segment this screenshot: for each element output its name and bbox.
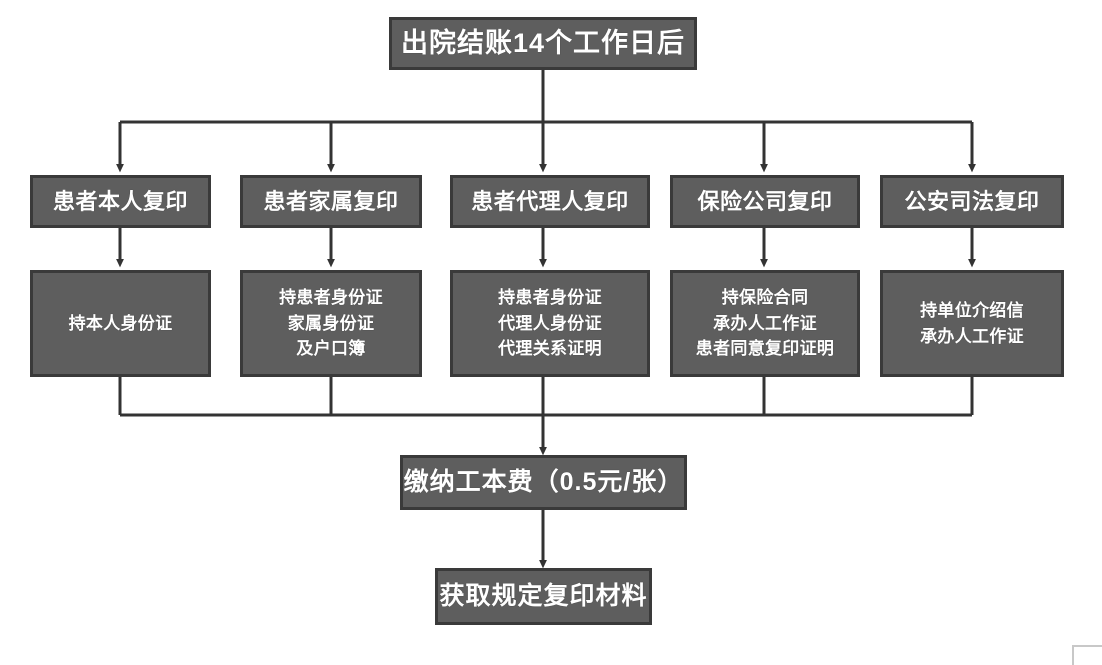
node-branch-detail-family[interactable]: 持患者身份证 家属身份证 及户口簿 [240,270,422,377]
node-branch-detail-agent[interactable]: 持患者身份证 代理人身份证 代理关系证明 [450,270,650,377]
node-start[interactable]: 出院结账14个工作日后 [389,17,697,70]
node-branch-header-self[interactable]: 患者本人复印 [30,175,211,228]
node-final[interactable]: 获取规定复印材料 [435,568,652,625]
detail-text-family: 持患者身份证 家属身份证 及户口簿 [279,288,383,359]
detail-text-police: 持单位介绍信 承办人工作证 [920,301,1024,346]
node-branch-header-police[interactable]: 公安司法复印 [880,175,1064,228]
node-branch-header-family[interactable]: 患者家属复印 [240,175,422,228]
detail-text-self: 持本人身份证 [68,313,173,333]
node-branch-header-agent[interactable]: 患者代理人复印 [450,175,650,228]
detail-text-agent: 持患者身份证 代理人身份证 代理关系证明 [498,288,602,359]
node-branch-header-insurance[interactable]: 保险公司复印 [670,175,860,228]
node-branch-detail-insurance[interactable]: 持保险合同 承办人工作证 患者同意复印证明 [670,270,860,377]
node-branch-detail-police[interactable]: 持单位介绍信 承办人工作证 [880,270,1064,377]
node-branch-detail-self[interactable]: 持本人身份证 [30,270,211,377]
corner-mark-artifact [1072,645,1102,665]
node-fee[interactable]: 缴纳工本费（0.5元/张） [400,455,687,510]
detail-text-insurance: 持保险合同 承办人工作证 患者同意复印证明 [695,288,835,359]
